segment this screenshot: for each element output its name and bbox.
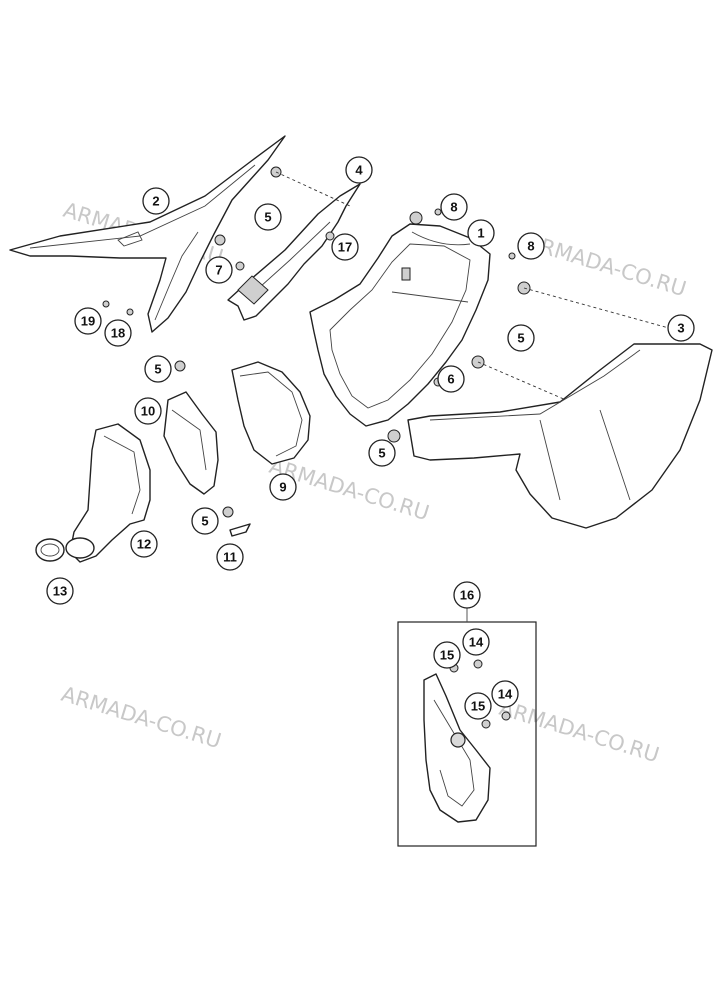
callout-label: 15 <box>471 699 485 714</box>
callout: 15 <box>464 692 492 720</box>
callout-label: 5 <box>201 514 208 529</box>
callout-label: 15 <box>440 648 454 663</box>
callout-label: 14 <box>498 687 513 702</box>
callout-label: 4 <box>355 163 363 178</box>
callout-label: 16 <box>460 588 474 603</box>
part-11-clip <box>229 523 251 537</box>
callout-label: 2 <box>152 194 159 209</box>
callout-label: 5 <box>378 446 385 461</box>
callout: 14 <box>462 628 490 656</box>
callout: 5 <box>368 439 396 467</box>
leader-lines <box>275 171 677 401</box>
callout: 13 <box>46 577 74 605</box>
part-4-inner-cover <box>227 183 361 321</box>
part-3-side-panel-right <box>407 343 713 529</box>
callout-label: 8 <box>527 239 534 254</box>
callout: 7 <box>205 256 233 284</box>
callout-label: 1 <box>477 226 484 241</box>
callout-label: 7 <box>215 263 222 278</box>
callout: 15 <box>433 641 461 669</box>
callout: 5 <box>191 507 219 535</box>
callout-label: 14 <box>469 635 484 650</box>
callout-label: 5 <box>517 331 524 346</box>
watermark-text: ARMADA-CO.RU <box>59 682 224 753</box>
fastener-group <box>102 166 531 518</box>
callout-label: 11 <box>223 550 237 565</box>
callout: 10 <box>134 397 162 425</box>
callout-label: 8 <box>450 200 457 215</box>
callout-label: 6 <box>447 372 454 387</box>
callout: 19 <box>74 307 102 335</box>
callout-label: 9 <box>279 480 286 495</box>
callout-label: 3 <box>677 321 684 336</box>
callout-label: 5 <box>264 210 271 225</box>
callout-label: 19 <box>81 314 95 329</box>
callout-label: 10 <box>141 404 155 419</box>
callout: 2 <box>142 187 170 215</box>
callout: 8 <box>440 193 468 221</box>
callout: 5 <box>254 203 282 231</box>
callout: 12 <box>130 530 158 558</box>
callout: 5 <box>507 324 535 352</box>
callout-label: 17 <box>338 240 352 255</box>
callout: 4 <box>345 156 373 184</box>
callout: 16 <box>453 581 481 609</box>
part-2-side-panel-left <box>9 135 286 333</box>
part-16-kit-box <box>397 608 537 847</box>
callout: 8 <box>517 232 545 260</box>
callout: 6 <box>437 365 465 393</box>
callout: 18 <box>104 319 132 347</box>
callout-group: 2 4 5 17 7 8 1 8 3 5 19 18 5 6 10 5 9 5 … <box>46 156 695 720</box>
part-13-hose-clamp <box>35 538 65 562</box>
callout: 11 <box>216 543 244 571</box>
part-9-filter-cover <box>231 361 311 465</box>
callout: 14 <box>491 680 519 708</box>
part-1-airbox <box>309 223 491 427</box>
callout-label: 12 <box>137 537 151 552</box>
callout: 5 <box>144 355 172 383</box>
part-10-filter-cage <box>163 391 219 495</box>
callout: 1 <box>467 219 495 247</box>
watermark-text: ARMADA-CO.RU <box>524 230 689 301</box>
part-12-intake-boot <box>65 423 151 563</box>
watermark-text: ARMADA-CO.RU <box>497 696 662 767</box>
callout: 17 <box>331 233 359 261</box>
callout-label: 18 <box>111 326 125 341</box>
callout: 9 <box>269 473 297 501</box>
callout: 3 <box>667 314 695 342</box>
callout-label: 13 <box>53 584 67 599</box>
callout-label: 5 <box>154 362 161 377</box>
